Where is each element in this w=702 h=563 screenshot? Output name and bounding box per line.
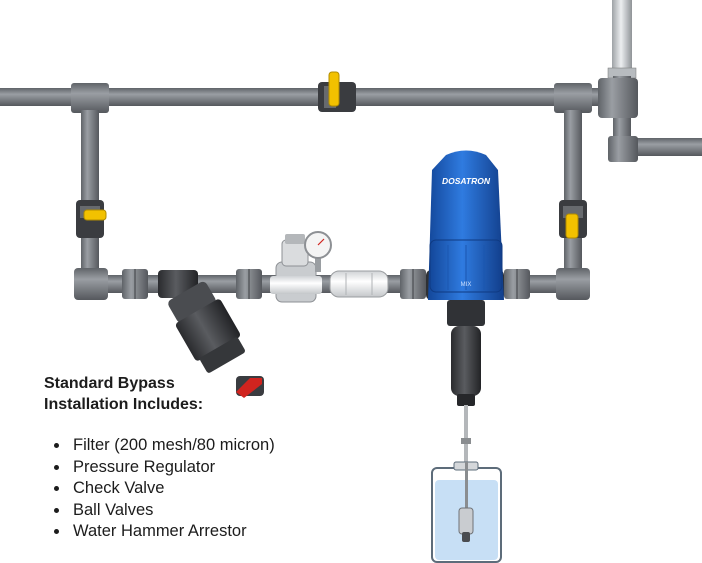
tee-fitting-left [71,83,109,113]
list-item: Pressure Regulator [44,457,275,479]
bypass-outlet-leg [564,110,582,280]
caption-heading: Standard Bypass Installation Includes: [44,373,275,415]
included-items-list: Filter (200 mesh/80 micron) Pressure Reg… [44,435,275,543]
tee-fitting-right [554,83,592,113]
dosatron-model-label: MIX [461,282,472,288]
union-fitting-4 [504,269,530,299]
y-filter [158,270,245,373]
filter-drain-valve [236,376,264,398]
list-item: Water Hammer Arrestor [44,521,275,543]
list-item: Ball Valves [44,500,275,522]
union-fitting-3 [400,269,426,299]
bypass-inlet-leg [81,110,99,280]
suction-tube [458,462,474,542]
list-item: Filter (200 mesh/80 micron) [44,435,275,457]
caption-heading-line2: Installation Includes: [44,396,204,413]
ball-valve-main-line [318,71,356,112]
pressure-gauge [304,231,332,272]
caption-heading-line1: Standard Bypass [44,375,175,392]
list-item: Check Valve [44,478,275,500]
installation-caption: Standard Bypass Installation Includes: F… [44,373,275,543]
main-supply-pipe [0,0,702,162]
dosatron-injector [426,150,504,465]
ball-valve-outlet [559,200,587,239]
ball-valve-inlet [76,200,107,238]
pressure-regulator [270,234,322,303]
check-valve [329,270,389,298]
dosatron-logo: DOSATRON [442,176,491,186]
union-fitting-2 [236,269,262,299]
union-fitting-1 [122,269,148,299]
